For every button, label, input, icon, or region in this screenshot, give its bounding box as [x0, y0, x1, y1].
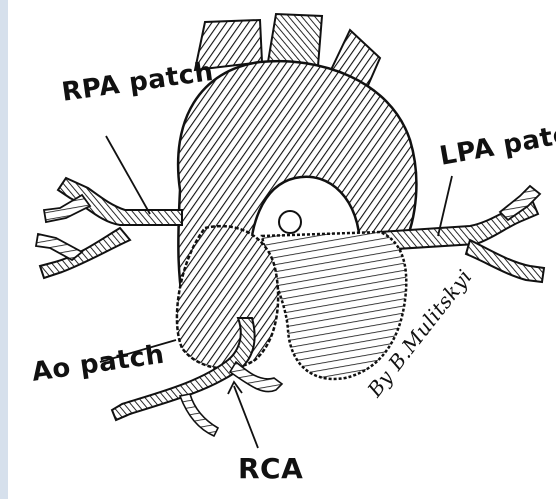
- rpa-branch: [36, 178, 182, 278]
- rpa-leader: [106, 136, 150, 214]
- arch-opening: [279, 211, 301, 233]
- rca-label: RCA: [238, 452, 303, 485]
- aortic-root-patch: [177, 226, 278, 368]
- rca-leader: [234, 386, 258, 448]
